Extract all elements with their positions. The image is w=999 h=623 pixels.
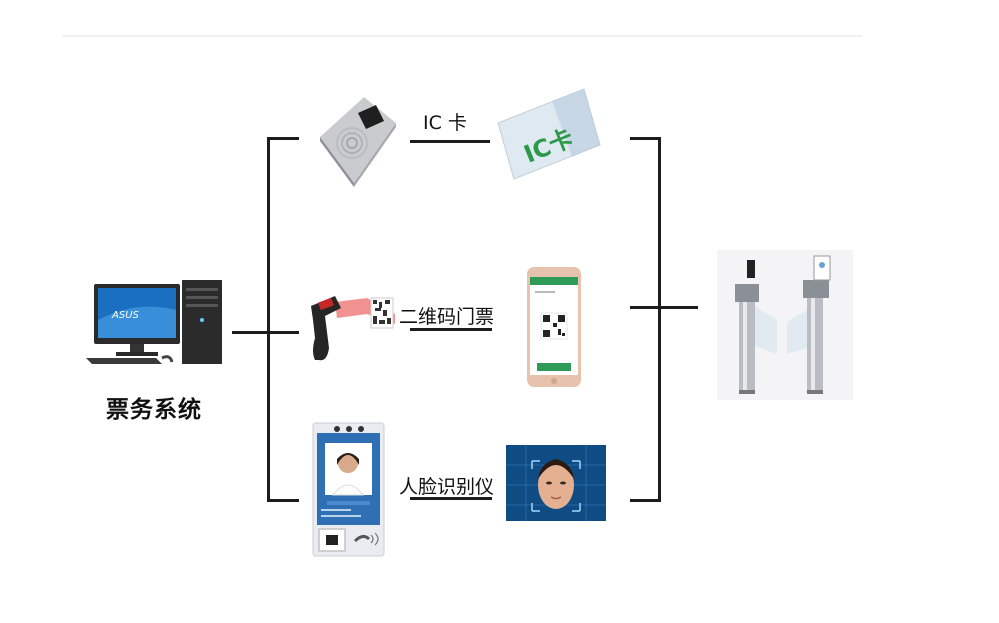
phone-qr-icon <box>527 267 581 387</box>
left-bracket-middle <box>267 331 299 334</box>
ic-card-icon: IC卡 <box>497 88 601 180</box>
face-recognition-label: 人脸识别仪 <box>399 476 495 498</box>
face-scan-image-icon <box>506 445 606 521</box>
turnstile-gate-icon <box>717 250 853 400</box>
face-link-line <box>410 497 492 500</box>
right-bracket-top <box>630 137 660 140</box>
barcode-scanner-icon <box>311 296 395 361</box>
system-connector-line <box>232 331 268 334</box>
ic-link-line <box>410 140 490 143</box>
ticketing-system-label: 票务系统 <box>106 397 202 423</box>
right-bracket-vertical <box>658 137 661 502</box>
computer-icon: ASUS <box>86 280 222 364</box>
gate-connector-line <box>658 306 698 309</box>
card-reader-icon <box>320 97 396 187</box>
monitor-brand-text: ASUS <box>111 310 140 321</box>
left-bracket-bottom <box>267 499 299 502</box>
ic-card-label: IC 卡 <box>423 112 467 134</box>
qr-link-line <box>410 328 492 331</box>
top-divider <box>62 35 862 37</box>
face-terminal-icon <box>312 422 385 557</box>
right-bracket-bottom <box>630 499 660 502</box>
qr-ticket-label: 二维码门票 <box>399 306 495 328</box>
right-bracket-middle <box>630 306 660 309</box>
left-bracket-top <box>267 137 299 140</box>
left-bracket-vertical <box>267 137 270 502</box>
